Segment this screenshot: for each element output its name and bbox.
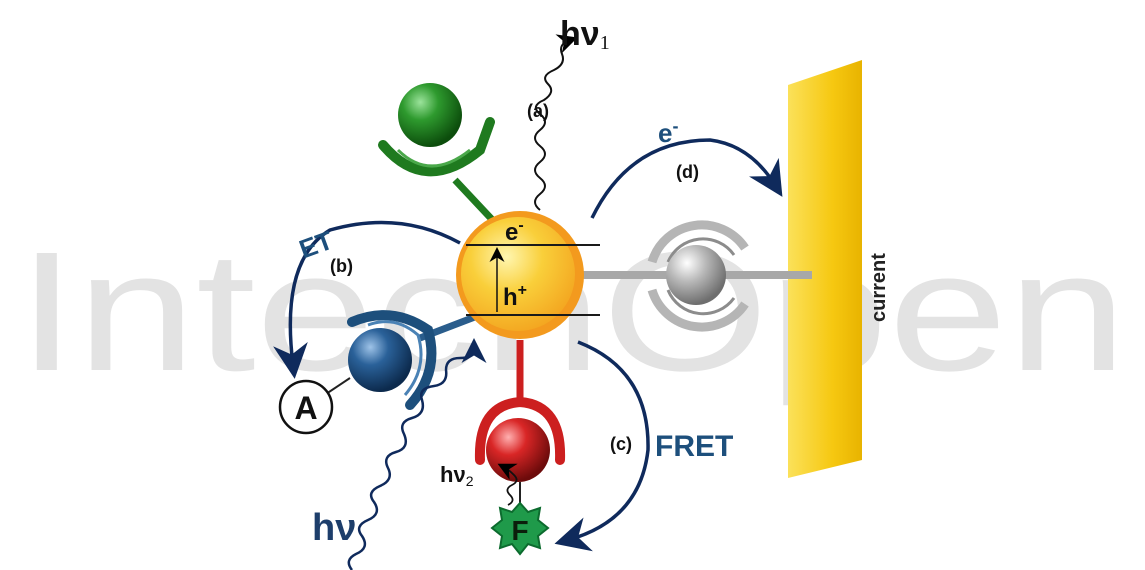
red-sphere <box>486 418 550 482</box>
blue-receptor <box>347 310 437 410</box>
current-label: current <box>868 253 890 322</box>
fluor-label: F <box>511 515 528 546</box>
fret-label: FRET <box>655 430 733 463</box>
electron-band-label: e- <box>505 217 524 246</box>
hv2-label: hν2 <box>440 462 474 489</box>
acceptor-circle <box>278 379 334 435</box>
label-b: (b) <box>330 256 353 276</box>
hole-band-label: h+ <box>503 282 527 311</box>
fluor-star <box>490 501 550 556</box>
fret-arrow <box>554 340 650 552</box>
emission-wave-arrow <box>534 34 578 211</box>
hv-label: hν <box>312 507 356 549</box>
gray-receptor-bottom <box>647 288 749 332</box>
incident-light-arrow <box>347 338 487 570</box>
blue-sphere <box>348 328 412 392</box>
et-arrow <box>273 220 461 379</box>
red-receptor <box>474 396 566 465</box>
label-c: (c) <box>610 434 632 454</box>
gray-sphere <box>666 245 726 305</box>
gray-receptor-top <box>647 220 749 264</box>
hv1-label: hν1 <box>560 15 610 54</box>
label-a: (a) <box>527 101 549 121</box>
green-receptor <box>378 117 495 177</box>
hv2-wave-arrow <box>497 463 518 506</box>
green-sphere <box>398 83 462 147</box>
label-d: (d) <box>676 162 699 182</box>
electron-transfer-label: e- <box>658 116 678 148</box>
electrode <box>788 60 862 478</box>
acceptor-label: A <box>294 390 317 426</box>
electron-transfer-arrow <box>590 138 783 219</box>
